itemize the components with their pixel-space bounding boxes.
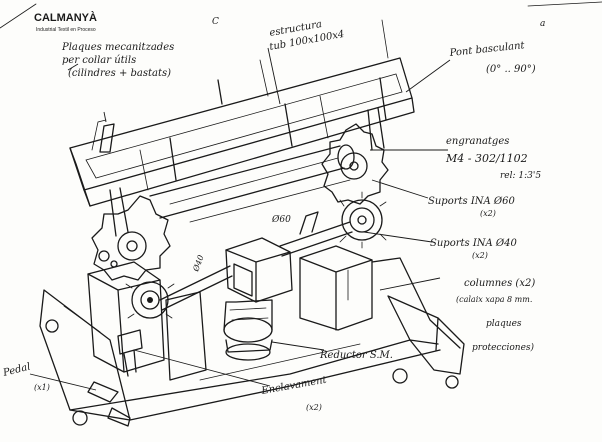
- svg-text:(x2): (x2): [480, 209, 496, 218]
- shaft-right: [279, 221, 353, 257]
- svg-text:columnes (x2): columnes (x2): [464, 278, 535, 289]
- note-estructura: estructura tub 100x100x4: [269, 19, 346, 53]
- tilting-bridge-frame: [69, 19, 415, 237]
- note-suports40: Suports INA Ø40 (x2): [430, 238, 517, 260]
- svg-text:(0° .. 90°): (0° .. 90°): [486, 64, 536, 75]
- company-logo: CALMANYÀ Industrial Textil en Proceso: [34, 11, 97, 33]
- note-engranatges: engranatges M4 - 302/1102 rel: 1:3'5: [445, 136, 541, 181]
- svg-text:Suports INA Ø40: Suports INA Ø40: [430, 238, 517, 249]
- svg-text:Plaques mecanitzades: Plaques mecanitzades: [61, 42, 174, 53]
- svg-text:engranatges: engranatges: [446, 136, 509, 147]
- caster-wheel: [45, 319, 59, 333]
- leader-pedal: [29, 373, 97, 391]
- svg-text:Pedal: Pedal: [1, 362, 32, 380]
- svg-text:per collar útils: per collar útils: [62, 55, 136, 66]
- base-frame: [39, 257, 465, 421]
- column-right: [299, 245, 373, 331]
- leader-reductor: [271, 341, 325, 351]
- logo-brand: CALMANYÀ: [34, 11, 97, 24]
- top-edge-stroke: [527, 1, 602, 7]
- svg-text:(cilindres + bastats): (cilindres + bastats): [68, 68, 171, 79]
- leader-pont: [405, 59, 451, 93]
- roller-cylinder: [149, 144, 355, 223]
- pedal-link: [107, 407, 131, 427]
- column-left: [87, 261, 207, 381]
- machined-plate: [99, 123, 115, 153]
- svg-text:rel: 1:3'5: rel: 1:3'5: [500, 171, 541, 181]
- leader-enclavament: [133, 349, 271, 387]
- gear-large-left: [91, 195, 171, 281]
- svg-text:(x2): (x2): [306, 403, 322, 412]
- gear-reducer: [223, 237, 293, 361]
- mark-a: a: [540, 19, 545, 29]
- note-suports60: Suports INA Ø60 (x2): [428, 196, 515, 218]
- gear-small-right: [339, 191, 387, 249]
- svg-text:M4 - 302/1102: M4 - 302/1102: [445, 152, 528, 165]
- locking-pin: [117, 329, 143, 377]
- svg-text:(x2): (x2): [472, 251, 488, 260]
- pedal: [87, 381, 119, 403]
- caster-wheel: [72, 410, 88, 426]
- bearing-phi60: [299, 211, 319, 235]
- mark-c: C: [212, 17, 219, 27]
- caster-wheel: [392, 368, 408, 384]
- note-reductor: Reductor S.M.: [319, 350, 393, 361]
- caster-wheel: [445, 375, 459, 389]
- svg-text:Suports INA Ø60: Suports INA Ø60: [428, 196, 515, 207]
- note-plaques: Plaques mecanitzades per collar útils (c…: [61, 42, 174, 79]
- shaft-left: [159, 265, 233, 311]
- svg-text:(x1): (x1): [34, 383, 50, 392]
- leader-columnes: [379, 277, 441, 291]
- note-columnes: columnes (x2) (calaix xapa 8 mm. plaques…: [456, 278, 535, 353]
- logo-tagline: Industrial Textil en Proceso: [36, 27, 96, 33]
- leader-suports60: [371, 179, 429, 199]
- note-pont: Pont basculant (0° .. 90°): [448, 40, 536, 75]
- svg-text:(calaix xapa 8 mm.: (calaix xapa 8 mm.: [456, 295, 532, 304]
- note-enclavament: Enclavament (x2): [260, 374, 329, 412]
- corner-stroke: [0, 3, 37, 29]
- label-phi60: Ø60: [271, 214, 291, 225]
- pivot-pin: [110, 260, 118, 268]
- leader-estructura: [267, 47, 281, 105]
- pivot-pin: [98, 250, 110, 262]
- leader-suports40: [363, 231, 433, 243]
- svg-text:protecciones): protecciones): [472, 342, 535, 353]
- svg-text:Pont basculant: Pont basculant: [448, 40, 526, 59]
- leader-plaques: [67, 63, 107, 123]
- label-phi40: Ø40: [191, 254, 206, 274]
- svg-text:plaques: plaques: [486, 319, 522, 329]
